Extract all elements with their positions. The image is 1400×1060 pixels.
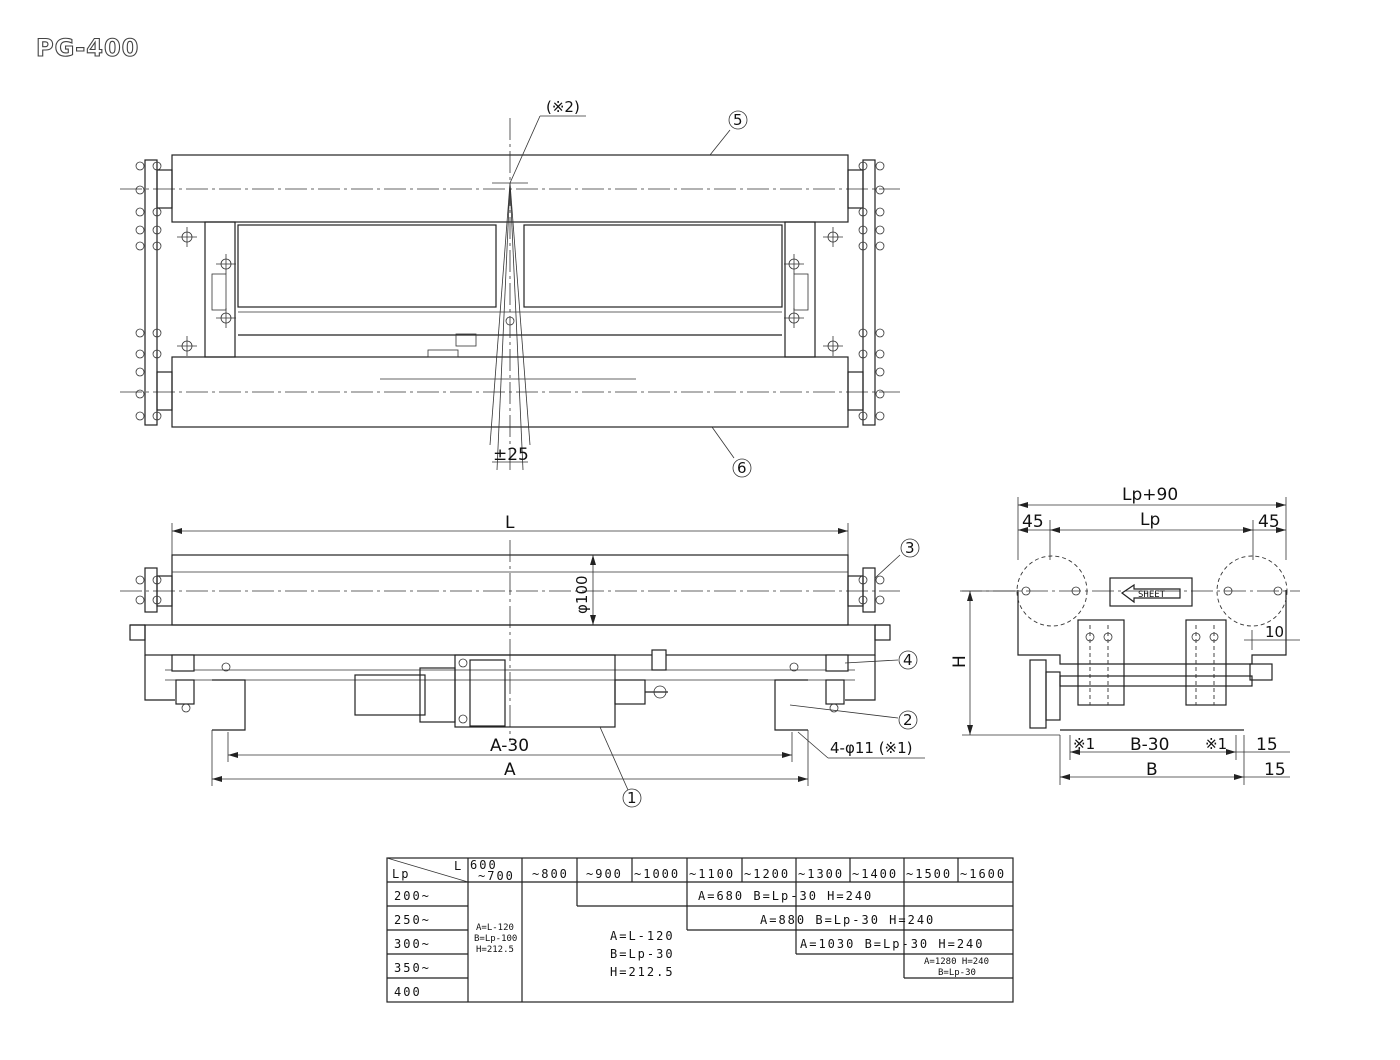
sheet-label: SHEET xyxy=(1138,590,1166,600)
table-row-1: 250~ xyxy=(394,913,431,927)
side-view xyxy=(960,497,1300,785)
small-block-b: B=Lp-100 xyxy=(474,934,517,944)
fifteen-top-label: 15 xyxy=(1256,735,1278,755)
callout-2: 2 xyxy=(903,711,913,729)
length-label: L xyxy=(505,513,515,533)
callout-1: 1 xyxy=(627,789,637,807)
band-4-line-2: B=Lp-30 xyxy=(938,968,976,978)
lp90-label: Lp+90 xyxy=(1122,485,1178,505)
drawing-title: PG-400 xyxy=(35,33,140,62)
size-table xyxy=(386,857,1014,1003)
table-row-3: 350~ xyxy=(394,961,431,975)
table-col-1: ~800 xyxy=(532,867,569,881)
table-col-6: ~1300 xyxy=(798,867,844,881)
h-label: H xyxy=(950,655,970,668)
angle-label: ±25 xyxy=(493,445,529,465)
band-2: A=880 B=Lp-30 H=240 xyxy=(760,913,935,927)
table-corner-lp: Lp xyxy=(392,867,410,881)
holes-label: 4-φ11 (※1) xyxy=(830,739,913,757)
left-45-label: 45 xyxy=(1022,512,1044,532)
b-label: B xyxy=(1146,760,1158,780)
lp-label: Lp xyxy=(1140,510,1160,530)
table-row-2: 300~ xyxy=(394,937,431,951)
callout-5: 5 xyxy=(733,111,743,129)
table-corner-l: L xyxy=(454,859,463,873)
mid-block-h: H=212.5 xyxy=(610,965,675,979)
mid-block-b: B=Lp-30 xyxy=(610,947,675,961)
ten-label: 10 xyxy=(1265,623,1284,641)
right-45-label: 45 xyxy=(1258,512,1280,532)
band-4-line-1: A=1280 H=240 xyxy=(924,957,989,967)
note1-left: ※1 xyxy=(1073,735,1095,753)
small-block-a: A=L-120 xyxy=(476,923,514,933)
table-col-4: ~1100 xyxy=(689,867,735,881)
mid-block-a: A=L-120 xyxy=(610,929,675,943)
fifteen-bottom-label: 15 xyxy=(1264,760,1286,780)
note2-label: (※2) xyxy=(546,98,580,116)
band-3: A=1030 B=Lp-30 H=240 xyxy=(800,937,985,951)
callout-3: 3 xyxy=(905,539,915,557)
table-col-2: ~900 xyxy=(586,867,623,881)
table-col-3: ~1000 xyxy=(634,867,680,881)
table-col-5: ~1200 xyxy=(744,867,790,881)
a-label: A xyxy=(504,760,516,780)
table-row-4: 400 xyxy=(394,985,422,999)
b30-label: B-30 xyxy=(1130,735,1169,755)
small-block-h: H=212.5 xyxy=(476,945,514,955)
callout-6: 6 xyxy=(737,459,747,477)
table-col-0-bottom: ~700 xyxy=(478,869,515,883)
diameter-label: φ100 xyxy=(573,575,591,614)
table-col-8: ~1500 xyxy=(906,867,952,881)
table-row-0: 200~ xyxy=(394,889,431,903)
table-col-9: ~1600 xyxy=(960,867,1006,881)
callout-4: 4 xyxy=(903,651,913,669)
table-col-7: ~1400 xyxy=(852,867,898,881)
note1-right: ※1 xyxy=(1205,735,1227,753)
front-view xyxy=(120,523,925,808)
a30-label: A-30 xyxy=(490,736,529,756)
table-col-0-top: 600 xyxy=(470,858,498,872)
band-1: A=680 B=Lp-30 H=240 xyxy=(698,889,873,903)
top-view xyxy=(120,110,900,478)
